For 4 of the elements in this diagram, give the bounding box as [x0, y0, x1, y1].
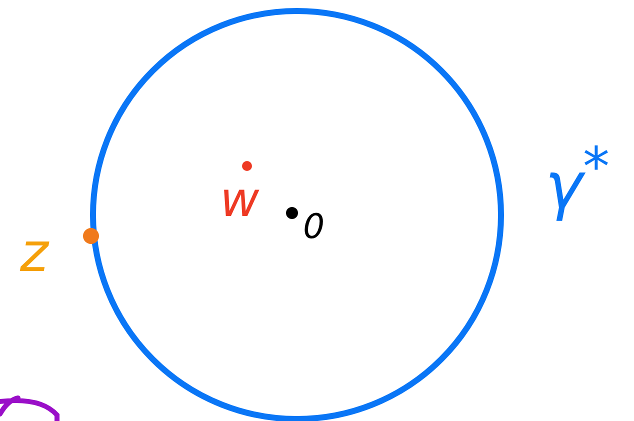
- point-label: 0: [303, 210, 325, 244]
- point-label: w: [220, 176, 260, 224]
- curve-label: γ$^{*}$: [545, 140, 610, 218]
- point-label: z: [20, 226, 48, 280]
